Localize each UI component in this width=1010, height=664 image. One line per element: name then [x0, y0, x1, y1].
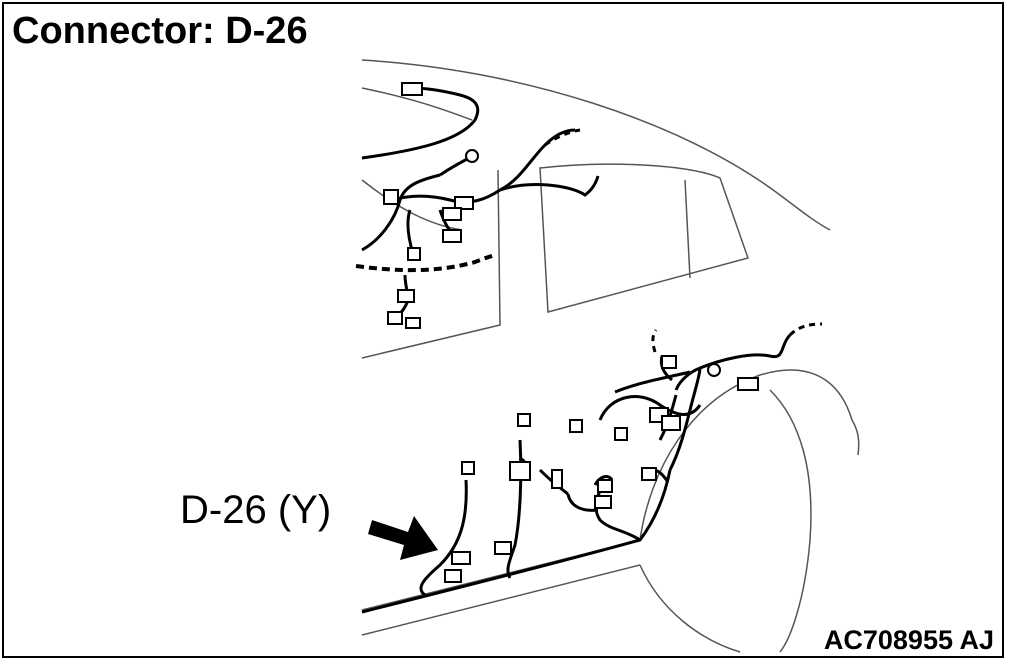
upper-connectors: [383, 82, 479, 329]
lower-harness: [361, 333, 792, 614]
lower-connectors: [444, 355, 759, 583]
connector-callout-label: D-26 (Y): [180, 488, 332, 532]
lower-harness-dash: [544, 128, 823, 353]
upper-harness-tape: [355, 253, 496, 273]
figure-code: AC708955 AJ: [823, 625, 994, 655]
diagram-title: Connector: D-26: [12, 10, 308, 52]
callout-arrow: [368, 516, 438, 560]
car-body-outline: [361, 59, 860, 653]
